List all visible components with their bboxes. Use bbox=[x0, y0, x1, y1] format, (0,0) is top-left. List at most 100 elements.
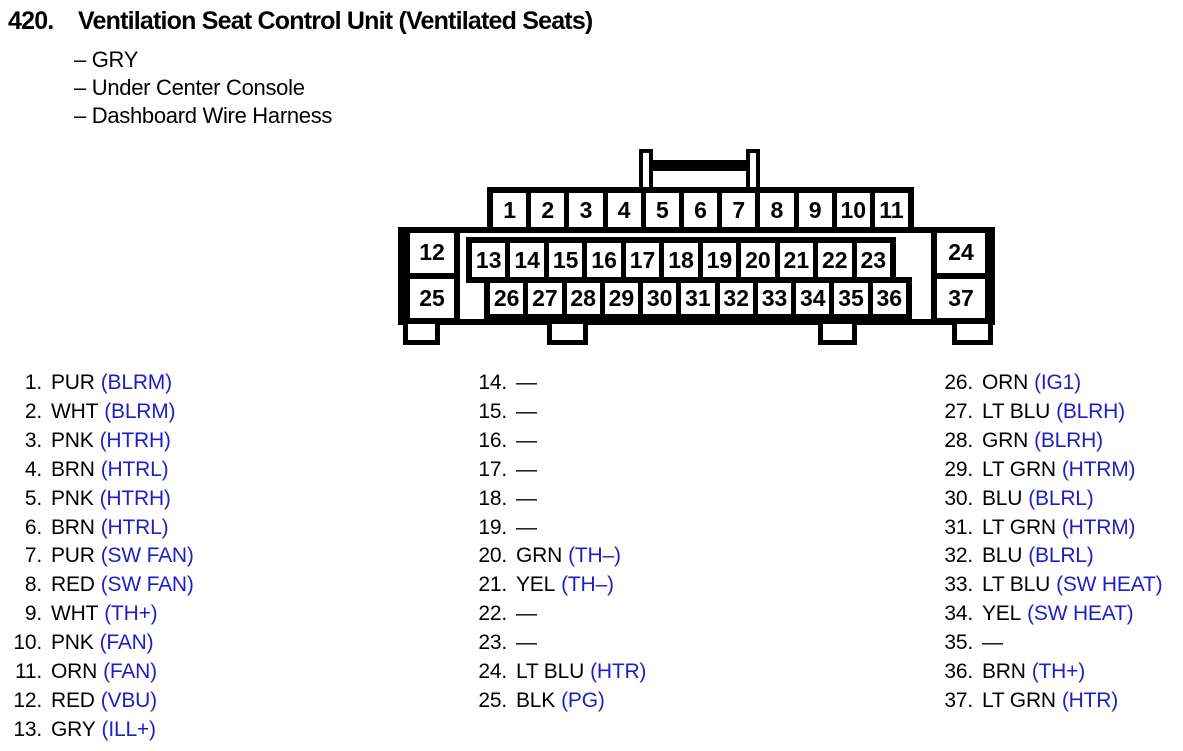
pin-wire-color: — bbox=[516, 515, 537, 539]
pin-function-code: (BLRM) bbox=[104, 399, 176, 423]
connector-pin-cell: 9 bbox=[798, 193, 832, 227]
pin-wire-color: GRN bbox=[516, 544, 563, 568]
pin-number: 11. bbox=[14, 660, 42, 684]
pin-wire-color: — bbox=[516, 371, 537, 394]
pin-wire-color: BRN bbox=[982, 660, 1026, 684]
pin-wire-color: LT GRN bbox=[982, 688, 1056, 712]
connector-pin-cell: 12 bbox=[410, 233, 454, 273]
pin-list-row: 17.— bbox=[468, 456, 646, 485]
pin-function-code: (TH–) bbox=[561, 573, 614, 597]
pin-list-column-1: 1.PUR(BLRM)2.WHT(BLRM)3.PNK(HTRH)4.BRN(H… bbox=[8, 369, 194, 745]
connector-pin-cell: 11 bbox=[874, 193, 909, 227]
pin-function-code: (BLRM) bbox=[100, 371, 172, 394]
pin-list-row: 4.BRN(HTRL) bbox=[8, 456, 194, 485]
connector-pin-cell: 7 bbox=[722, 193, 756, 227]
connector-pin-cell: 22 bbox=[818, 243, 852, 277]
pin-function-code: (FAN) bbox=[99, 631, 154, 655]
pin-list-row: 31.LT GRN(HTRM) bbox=[935, 514, 1162, 543]
pin-function-code: (SW HEAT) bbox=[1056, 573, 1163, 597]
pin-function-code: (HTRL) bbox=[100, 515, 169, 539]
connector-detail-line: – Dashboard Wire Harness bbox=[74, 103, 333, 128]
connector-detail-line: – GRY bbox=[74, 47, 139, 72]
pin-number: 16. bbox=[478, 428, 507, 452]
pin-wire-color: LT BLU bbox=[516, 660, 585, 684]
pin-number: 3. bbox=[24, 428, 42, 452]
connector-pin-cell: 18 bbox=[664, 243, 698, 277]
connector-pin-cell: 31 bbox=[681, 283, 715, 314]
pin-list-row: 23. — bbox=[468, 629, 646, 658]
pin-list-row: 22.— bbox=[468, 600, 646, 629]
pin-function-code: (IG1) bbox=[1034, 371, 1081, 394]
connector-pin-cell: 16 bbox=[587, 243, 621, 277]
pin-list-row: 7.PUR(SW FAN) bbox=[8, 542, 194, 571]
pin-wire-color: YEL bbox=[982, 602, 1022, 626]
pin-number: 17. bbox=[478, 457, 507, 481]
pin-number: 13. bbox=[13, 717, 42, 741]
connector-pin-cell: 29 bbox=[604, 283, 639, 314]
pin-function-code: (HTRM) bbox=[1061, 457, 1136, 481]
pin-list-row: 12.RED(VBU) bbox=[8, 687, 194, 716]
pin-function-code: (ILL+) bbox=[101, 717, 156, 741]
pin-function-code: (TH+) bbox=[104, 602, 158, 626]
pin-number: 5. bbox=[24, 486, 42, 510]
pin-number: 14. bbox=[478, 371, 507, 394]
pin-wire-color: LT GRN bbox=[982, 457, 1056, 481]
connector-pin-cell: 3 bbox=[569, 193, 603, 227]
pin-number: 25. bbox=[478, 688, 507, 712]
pin-list-row: 21. YEL(TH–) bbox=[468, 571, 646, 600]
section-number: 420. bbox=[8, 7, 54, 35]
pin-wire-color: BRN bbox=[51, 515, 95, 539]
pin-function-code: (TH+) bbox=[1031, 660, 1085, 684]
pin-number: 21. bbox=[478, 573, 507, 597]
pin-wire-color: — bbox=[516, 631, 537, 655]
pin-number: 19. bbox=[478, 515, 507, 539]
pin-wire-color: BRN bbox=[51, 457, 95, 481]
page-title: 420. Ventilation Seat Control Unit (Vent… bbox=[8, 7, 593, 36]
connector-detail-line: – Under Center Console bbox=[74, 75, 305, 100]
connector-mount-tab-1 bbox=[403, 319, 440, 345]
pin-number: 9. bbox=[24, 602, 42, 626]
pin-list-column-3: 26.ORN(IG1)27.LT BLU(BLRH)28.GRN(BLRH)29… bbox=[935, 369, 1162, 716]
pin-wire-color: ORN bbox=[51, 660, 98, 684]
pin-list-row: 35.— bbox=[935, 629, 1162, 658]
pin-number: 20. bbox=[478, 544, 507, 568]
pin-list-row: 29.LT GRN(HTRM) bbox=[935, 456, 1162, 485]
section-title-text: Ventilation Seat Control Unit (Ventilate… bbox=[78, 7, 593, 35]
pin-list-row: 30.BLU(BLRL) bbox=[935, 485, 1162, 514]
pin-wire-color: — bbox=[516, 486, 537, 510]
pin-wire-color: PNK bbox=[51, 486, 94, 510]
pin-list-column-2: 14.—15.—16.—17.—18.—19.—20.GRN(TH–)21.YE… bbox=[468, 369, 646, 716]
pin-number: 28. bbox=[944, 428, 973, 452]
pin-wire-color: — bbox=[516, 399, 537, 423]
connector-detail-list: – GRY – Under Center Console – Dashboard W… bbox=[74, 46, 332, 130]
connector-mount-tab-4 bbox=[952, 319, 993, 345]
pin-function-code: (HTRH) bbox=[99, 486, 171, 510]
connector-pin-cell: 15 bbox=[548, 243, 583, 277]
pin-wire-color: PNK bbox=[51, 428, 94, 452]
pin-list-row: 18.— bbox=[468, 485, 646, 514]
pin-list-row: 15.— bbox=[468, 398, 646, 427]
pin-number: 12. bbox=[13, 688, 42, 712]
pin-number: 7. bbox=[24, 544, 42, 568]
pin-list-row: 32.BLU(BLRL) bbox=[935, 542, 1162, 571]
pin-function-code: (HTR) bbox=[1061, 688, 1119, 712]
pin-function-code: (SW FAN) bbox=[100, 573, 194, 597]
connector-pin-cell: 32 bbox=[719, 283, 753, 314]
pin-wire-color: RED bbox=[51, 573, 95, 597]
pin-list-row: 27.LT BLU(BLRH) bbox=[935, 398, 1162, 427]
pin-wire-color: LT BLU bbox=[982, 399, 1051, 423]
pin-number: 35. bbox=[944, 631, 973, 655]
pin-number: 36. bbox=[944, 660, 973, 684]
pin-list-row: 28.GRN(BLRH) bbox=[935, 427, 1162, 456]
pin-wire-color: YEL bbox=[516, 573, 556, 597]
connector-latch-left-post bbox=[639, 149, 653, 191]
pin-wire-color: WHT bbox=[51, 399, 99, 423]
pin-function-code: (PG) bbox=[561, 688, 605, 712]
pin-list-row: 16.— bbox=[468, 427, 646, 456]
pin-list-row: 24.LT BLU(HTR) bbox=[468, 658, 646, 687]
connector-pin-cell: 6 bbox=[683, 193, 718, 227]
pin-number: 23. bbox=[478, 631, 507, 655]
